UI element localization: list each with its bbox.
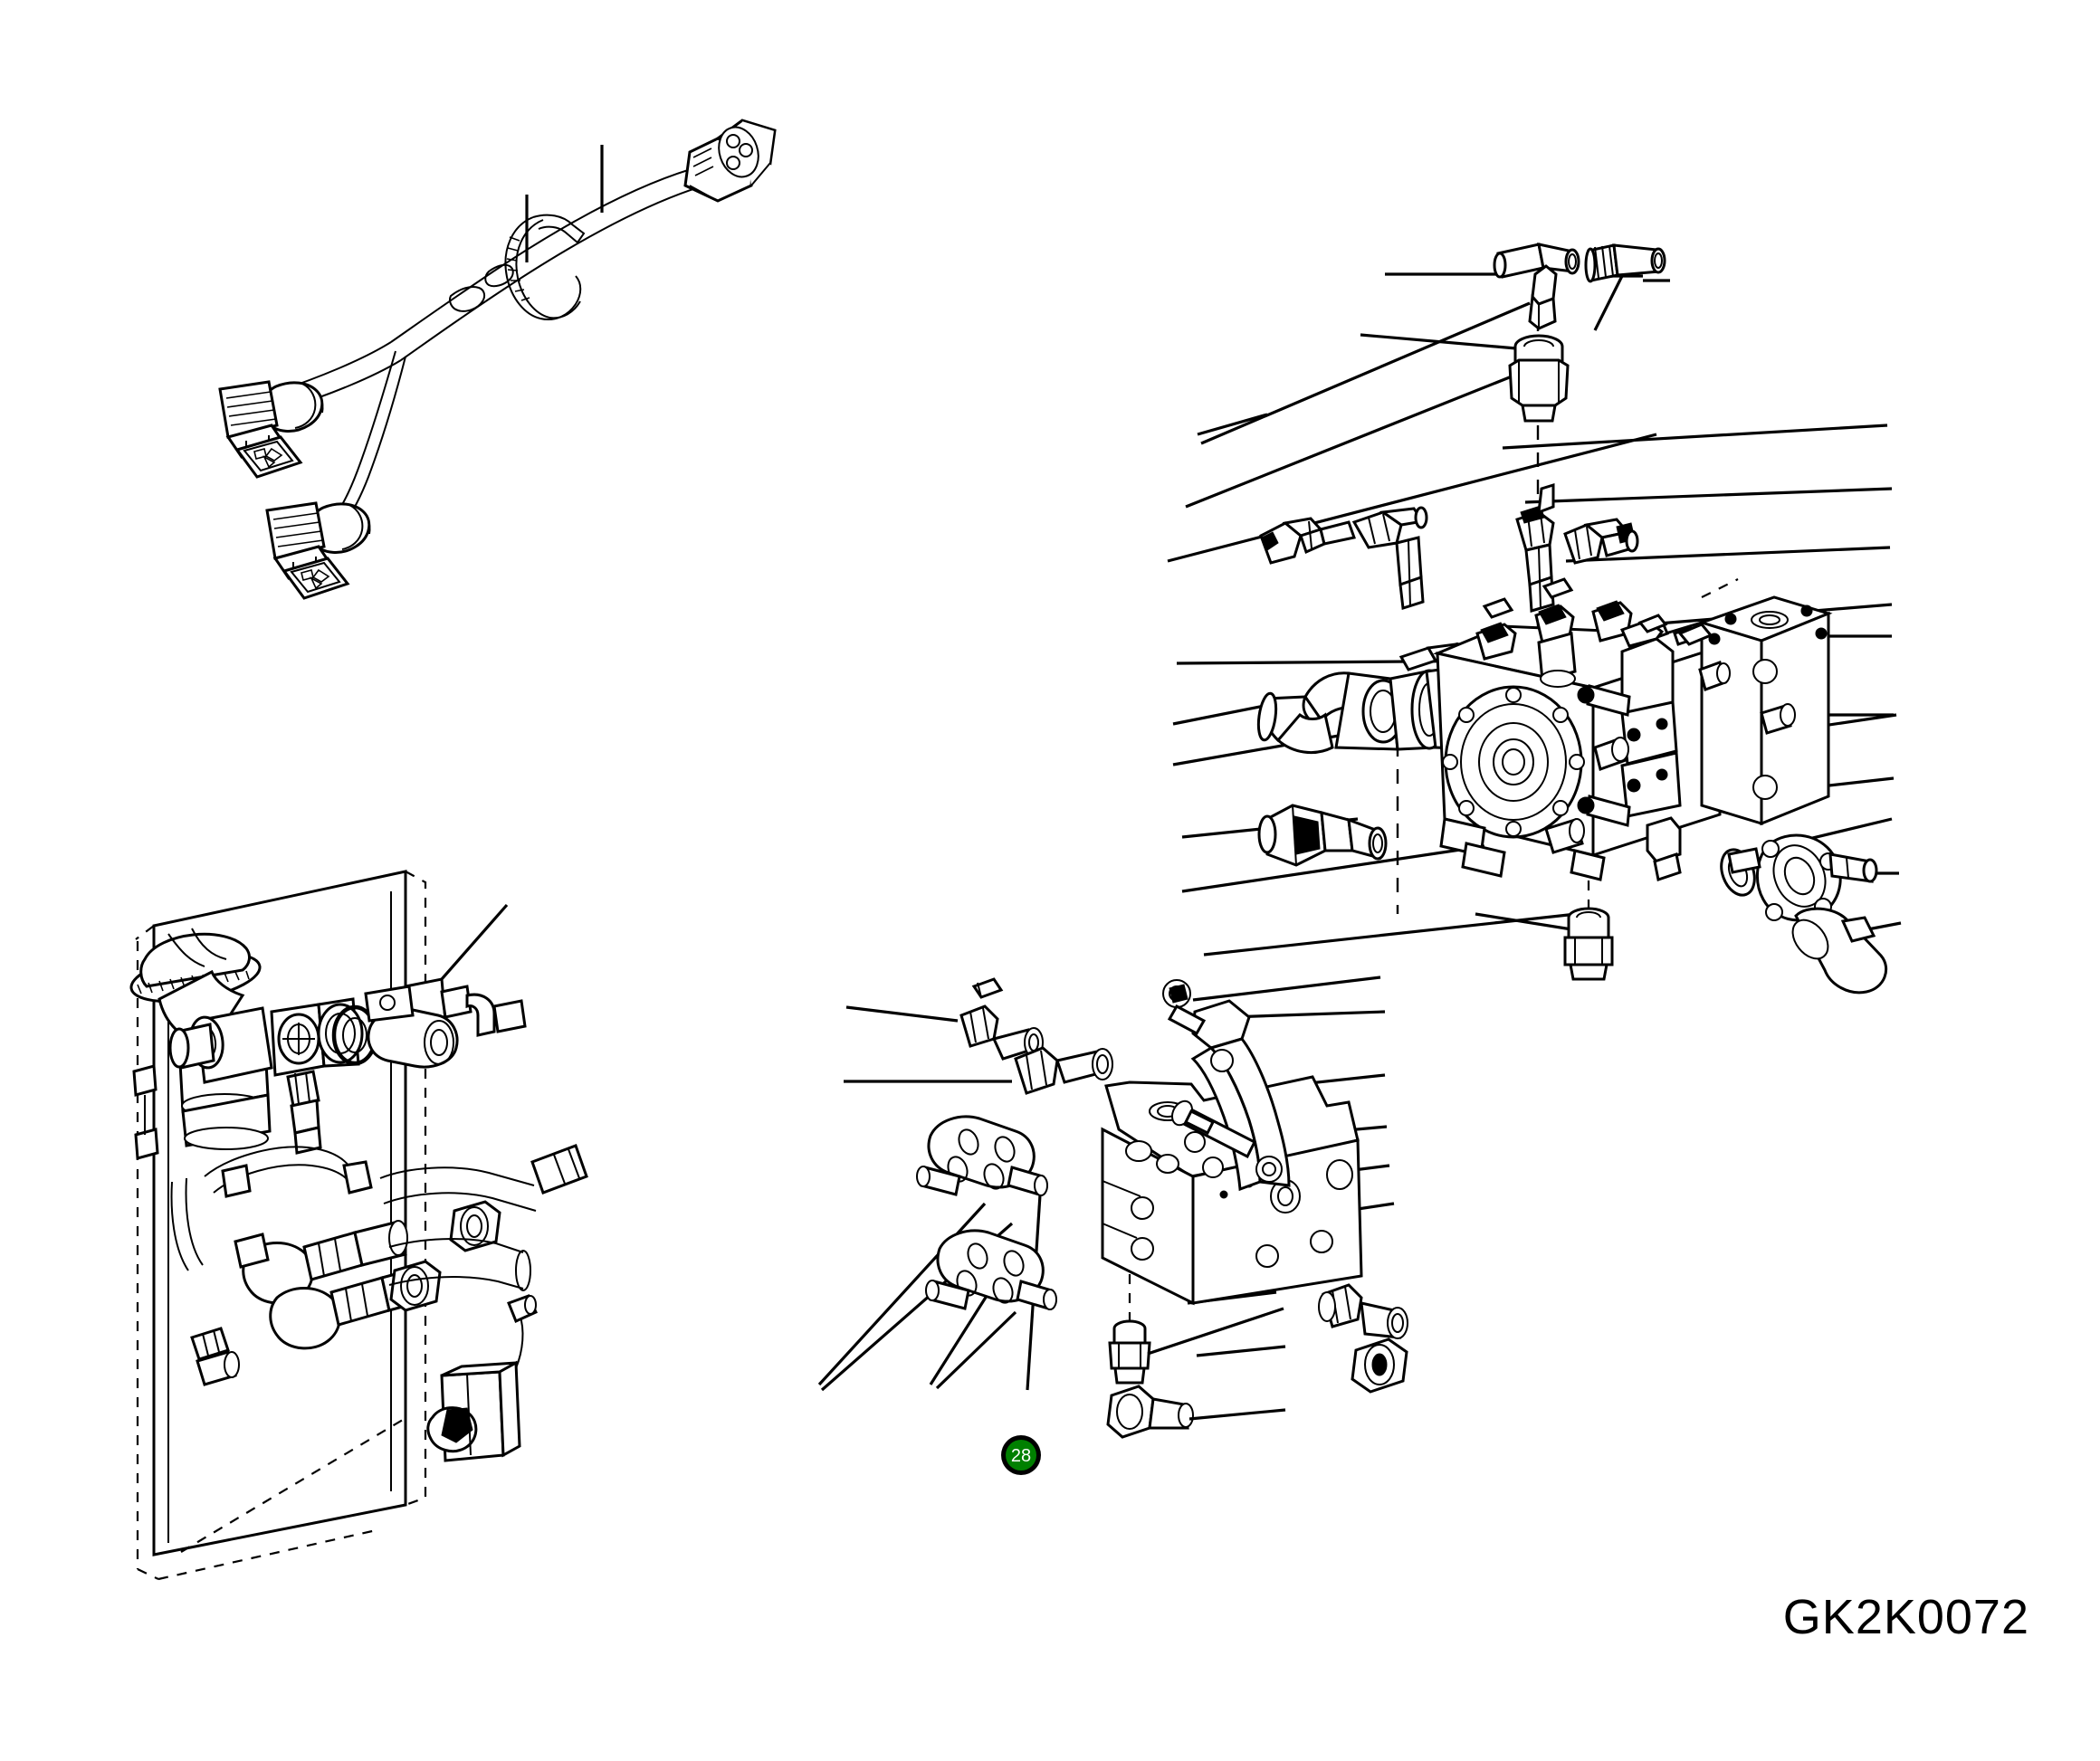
motor-port-fitting-right — [1318, 1283, 1408, 1394]
harness-connector-upper-right — [683, 119, 777, 203]
elbow-fitting-right-b — [1563, 518, 1639, 565]
harness-connector-mid-left — [218, 380, 324, 479]
union-fitting-left-detached — [1257, 804, 1388, 867]
pump-regulator-block — [1697, 595, 1833, 826]
elbow-fitting-left-a — [1259, 517, 1356, 565]
union-fitting-bottom — [1563, 907, 1614, 981]
straight-adapter-top — [1584, 243, 1666, 283]
cable-tie — [504, 214, 586, 320]
harness-strain-reliefs — [449, 263, 514, 312]
tank-hose-fittings — [170, 1144, 588, 1386]
pump-outlet-bosses — [1544, 737, 1629, 854]
harness-leader-lines — [525, 145, 604, 262]
harness-connector-lower — [265, 501, 371, 600]
gear-pump-right — [1720, 833, 1887, 995]
elbow-fitting-left-b — [1351, 506, 1428, 610]
motor-port-flange-upper — [916, 1115, 1048, 1196]
callout-badge-28[interactable]: 28 — [1001, 1435, 1041, 1475]
motor-mounting-bracket — [1162, 979, 1291, 1192]
drawing-number: GK2K0072 — [1782, 1590, 2029, 1644]
tee-fitting-top — [1493, 243, 1580, 330]
motor-bottom-union — [1106, 1307, 1286, 1439]
union-fitting-upper — [1508, 334, 1570, 423]
badge-label: 28 — [1011, 1446, 1031, 1466]
pump-control-valves — [1577, 614, 1713, 881]
tank-drain-plug — [180, 1294, 538, 1553]
motor-elbow-top-b — [1014, 1046, 1113, 1095]
tank-valve-block — [168, 985, 527, 1084]
elbow-fitting-right-a — [1515, 482, 1555, 613]
motor-port-flange-lower — [925, 1229, 1057, 1310]
